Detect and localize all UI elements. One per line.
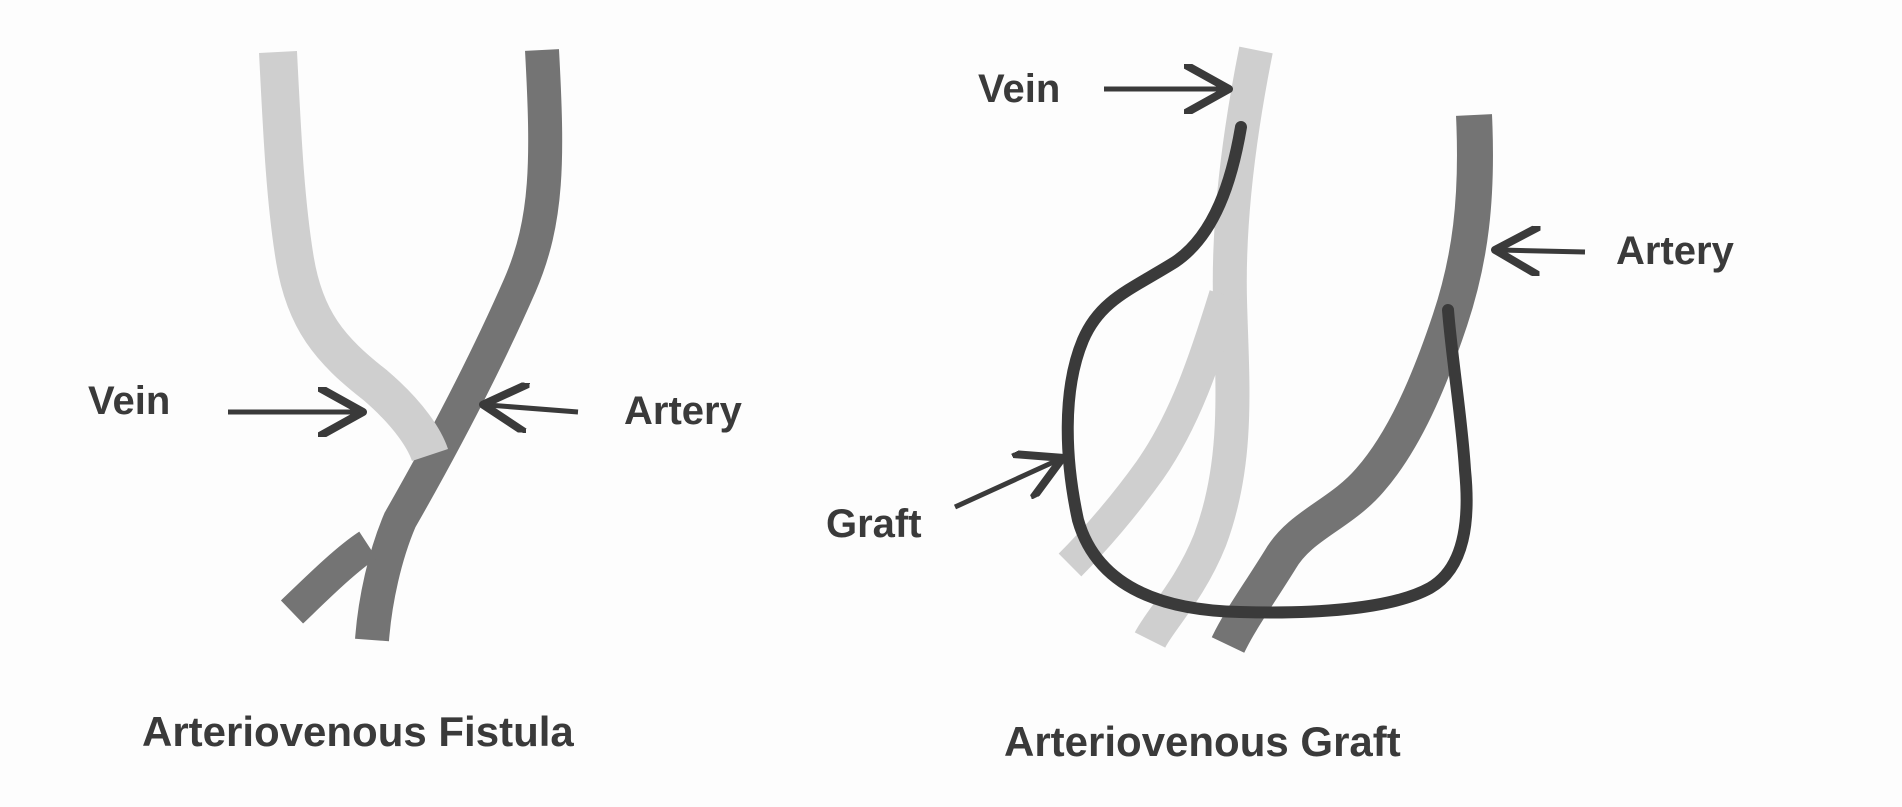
graft-artery-arrow	[1500, 250, 1586, 252]
graft-panel: Vein Artery Graft Arteriovenous Graft	[826, 46, 1735, 765]
fistula-caption: Arteriovenous Fistula	[142, 708, 574, 755]
graft-caption: Arteriovenous Graft	[1004, 718, 1401, 765]
graft-artery-vessel	[1211, 114, 1493, 653]
fistula-artery-arrow	[488, 405, 579, 412]
fistula-vein-label: Vein	[88, 379, 170, 423]
fistula-artery-label: Artery	[624, 389, 743, 433]
fistula-panel: Vein Artery Arteriovenous Fistula	[88, 49, 743, 755]
fistula-artery-vessel	[355, 49, 563, 642]
graft-graft-arrow	[953, 460, 1058, 510]
graft-loop	[1061, 121, 1473, 619]
fistula-vein-vessel	[259, 51, 449, 462]
graft-vein-label: Vein	[978, 67, 1060, 111]
graft-artery-label: Artery	[1616, 229, 1735, 273]
graft-vein-branch	[1058, 290, 1241, 577]
fistula-artery-branch	[280, 531, 378, 624]
graft-graft-label: Graft	[826, 502, 922, 546]
